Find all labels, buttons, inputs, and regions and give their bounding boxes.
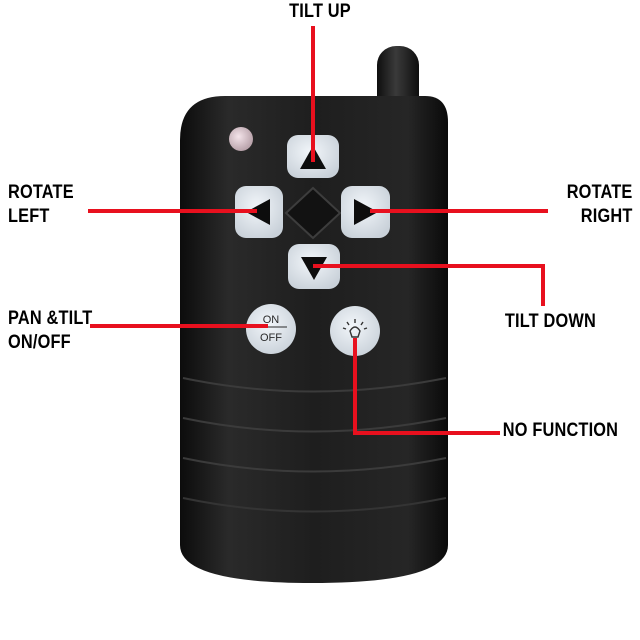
on-off-button[interactable]: ON OFF bbox=[246, 304, 296, 354]
arrow-right-icon bbox=[354, 199, 378, 225]
label-pan-tilt: PAN &TILT ON/OFF bbox=[8, 307, 92, 355]
label-tilt-down: TILT DOWN bbox=[505, 310, 596, 334]
callout-line-tilt-down bbox=[313, 264, 545, 306]
label-rotate-right-line1: ROTATE bbox=[566, 182, 632, 203]
on-text: ON bbox=[263, 314, 280, 326]
label-rotate-right-line2: RIGHT bbox=[580, 206, 632, 227]
led-indicator bbox=[229, 127, 253, 151]
grip-ridge bbox=[182, 497, 447, 513]
rotate-left-button[interactable] bbox=[235, 186, 283, 238]
label-rotate-left-line1: ROTATE bbox=[8, 182, 74, 203]
arrow-left-icon bbox=[246, 199, 270, 225]
rotate-right-button[interactable] bbox=[341, 186, 390, 238]
grip-ridge bbox=[182, 417, 447, 433]
label-tilt-up-text: TILT UP bbox=[289, 1, 351, 22]
label-tilt-down-text: TILT DOWN bbox=[504, 311, 596, 332]
label-tilt-up: TILT UP bbox=[251, 0, 389, 24]
callout-line-no-function bbox=[353, 338, 500, 435]
label-no-function-text: NO FUNCTION bbox=[502, 420, 618, 441]
light-button[interactable] bbox=[330, 306, 380, 356]
off-text: OFF bbox=[260, 332, 282, 344]
label-pan-tilt-line1: PAN &TILT bbox=[8, 308, 93, 329]
grip-ridge bbox=[182, 377, 447, 393]
grip-ridge bbox=[182, 457, 447, 473]
arrow-down-icon bbox=[301, 257, 327, 280]
center-diamond bbox=[284, 186, 342, 240]
light-icon bbox=[342, 319, 368, 338]
label-rotate-left-line2: LEFT bbox=[8, 206, 50, 227]
label-rotate-left: ROTATE LEFT bbox=[8, 181, 74, 229]
label-no-function: NO FUNCTION bbox=[503, 419, 618, 443]
label-rotate-right: ROTATE RIGHT bbox=[566, 181, 632, 229]
label-pan-tilt-line2: ON/OFF bbox=[8, 332, 71, 353]
